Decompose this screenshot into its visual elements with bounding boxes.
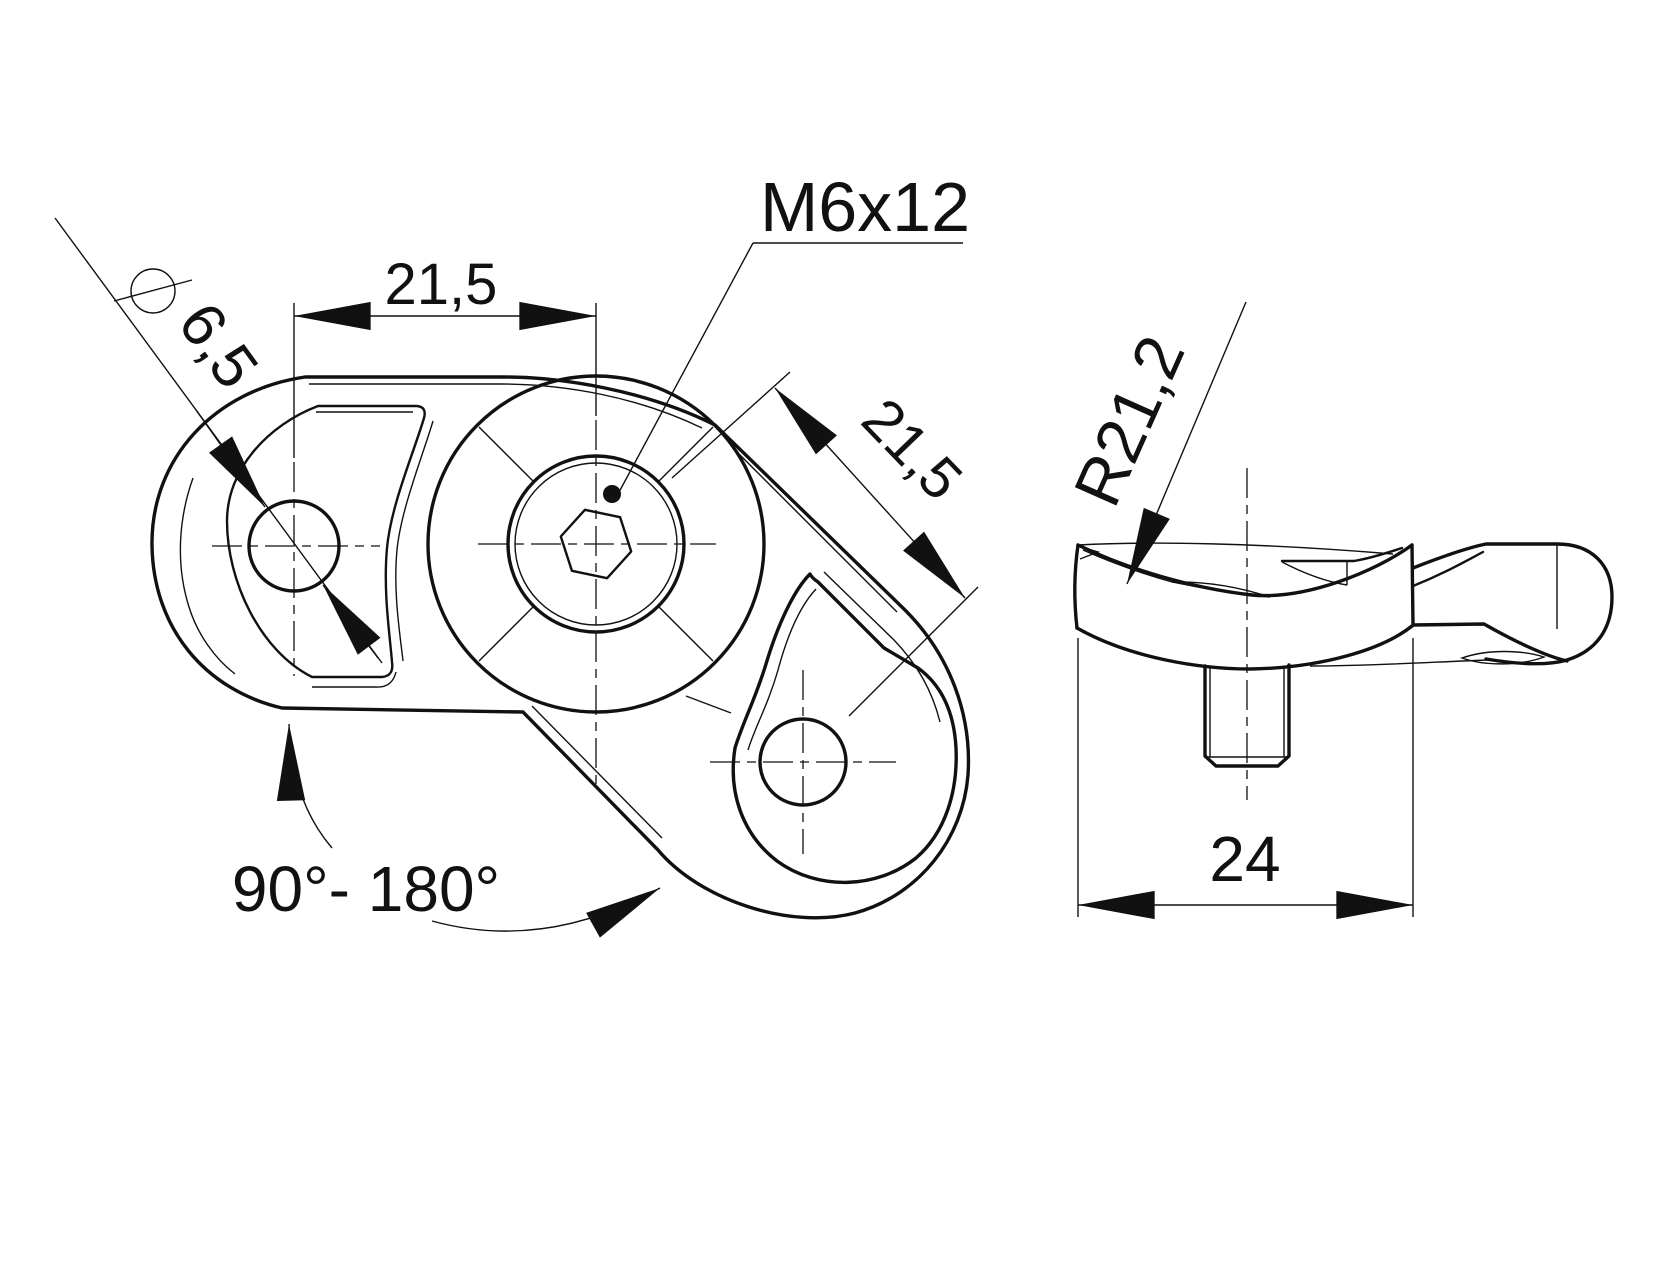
dimension-text: 21,5 [385,252,498,317]
screw-callout: M6x12 [603,168,970,503]
saddle-front-rim [1076,543,1414,598]
side-view [1073,468,1614,800]
extension-line [671,371,791,479]
left-pocket-chamfer-right [395,420,434,662]
dimension-text: 6,5 [165,291,271,401]
dim-saddle-radius: R21,2 [1059,301,1247,585]
left-lobe-chamfer-arc [179,477,236,675]
diameter-symbol-slash [113,279,193,302]
dim-center-distance-diagonal: 21,5 [671,371,979,717]
leader-line [617,242,754,495]
dim-overall-width: 24 [1077,638,1414,920]
leader-arc [276,723,333,849]
saddle-back-bottom-rim [1309,659,1489,667]
left-pocket-chamfer-bottom [312,671,397,688]
hook-transition-line [1411,550,1485,588]
saddle-top-lens-b [1171,581,1271,598]
leader-arc [431,887,661,938]
dim-hole-diameter: 6,5 [54,217,383,664]
hook-underside [1411,622,1569,663]
lobe-tangent [685,695,732,714]
leader-dot [603,485,621,503]
dimension-text: 21,5 [849,386,974,512]
top-edge-chamfer [309,383,703,429]
saddle-back-rim [1077,542,1394,555]
hook-top-outline [1411,542,1614,666]
front-silhouette [150,375,971,920]
diameter-symbol-icon [130,268,176,314]
extension-line [848,586,979,717]
boss-tangent-sw [478,606,534,662]
hex-socket-icon [559,508,633,580]
hook-hole-sliver [1459,650,1547,665]
leader-line [1126,301,1247,585]
dimension-line [774,387,966,599]
bottom-pocket-chamfer-left [747,588,817,751]
saddle-bottom-edge [1075,624,1414,671]
upper-diagonal-chamfer [736,451,898,613]
stud-outline [1203,663,1291,768]
dim-swivel-angle: 90°- 180° [232,723,661,938]
bottom-pocket-chamfer-right [823,571,941,723]
front-view [150,374,971,920]
dimension-text: R21,2 [1059,325,1198,516]
boss-tangent-se [658,606,714,662]
top-pocket-curve [1281,561,1348,586]
left-pocket-rim [225,404,426,679]
boss-tangent-ne [658,426,714,482]
saddle-left-edge [1073,543,1080,630]
dim-center-distance-top: 21,5 [293,252,597,458]
top-pocket-hookline [1352,546,1404,563]
arrowhead [195,409,266,508]
boss-tangent-nw [478,426,534,482]
saddle-end-wedge [1077,545,1101,560]
lower-diagonal-chamfer [531,705,663,839]
dimension-text: 24 [1209,823,1280,895]
saddle-top-lens-a [1171,581,1271,598]
arrowhead [322,584,381,659]
bottom-pocket-rim [731,572,958,885]
callout-text: M6x12 [760,168,970,246]
dimension-text: 90°- 180° [232,853,500,925]
